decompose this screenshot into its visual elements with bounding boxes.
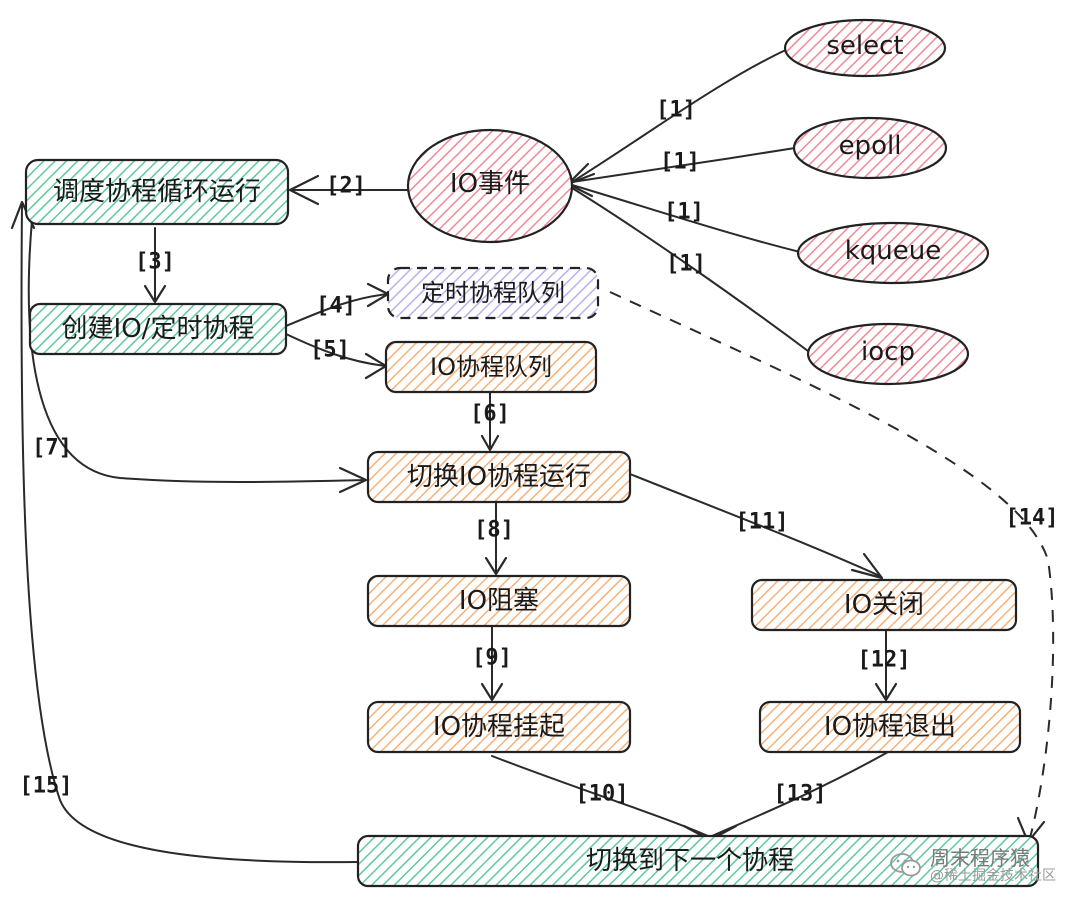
edge-labels: [1] [1] [1] [1] [2] [3] [4] [5] [6] [7] … — [20, 98, 1059, 807]
arrowhead-block — [484, 556, 508, 576]
edge-label-14: [14] — [1006, 506, 1059, 531]
node-io-event: IO事件 — [406, 128, 574, 244]
edge-select-to-io-event — [571, 47, 791, 183]
node-switch-next: 切换到下一个协程 — [356, 834, 1040, 888]
edge-label-13: [13] — [774, 782, 827, 807]
edge-label-5: [5] — [310, 338, 350, 363]
watermark-subtitle: @稀土掘金技术社区 — [930, 867, 1056, 884]
edge-label-11: [11] — [736, 510, 789, 535]
node-create-io-timer: 创建IO/定时协程 — [28, 302, 288, 356]
node-scheduler-loop-label: 调度协程循环运行 — [53, 177, 261, 207]
node-io-suspend-label: IO协程挂起 — [433, 712, 565, 742]
node-iocp-label: iocp — [861, 337, 915, 367]
node-switch-io-run-label: 切换IO协程运行 — [407, 462, 591, 492]
watermark: 周末程序猿 @稀土掘金技术社区 — [890, 847, 1056, 884]
node-timer-queue-label: 定时协程队列 — [421, 279, 565, 307]
edge-label-1a: [1] — [656, 98, 696, 123]
node-scheduler-loop: 调度协程循环运行 — [24, 158, 290, 226]
node-io-exit: IO协程退出 — [758, 700, 1022, 754]
edges — [10, 47, 1055, 864]
edge-label-1c: [1] — [664, 200, 704, 225]
edge-label-1b: [1] — [660, 150, 700, 175]
edge-label-12: [12] — [858, 648, 911, 673]
node-io-block-label: IO阻塞 — [459, 586, 539, 616]
edge-create-to-ioqueue — [285, 333, 387, 367]
edge-label-7: [7] — [32, 436, 72, 461]
node-switch-io-run: 切换IO协程运行 — [366, 450, 632, 504]
edge-label-6: [6] — [470, 402, 510, 427]
edge-label-1d: [1] — [666, 252, 706, 277]
edge-epoll-to-io-event — [571, 147, 796, 183]
node-io-queue: IO协程队列 — [384, 340, 598, 394]
arrowhead-exit — [874, 682, 898, 702]
node-io-block: IO阻塞 — [366, 574, 632, 628]
node-io-suspend: IO协程挂起 — [366, 700, 632, 754]
edge-label-9: [9] — [472, 646, 512, 671]
edge-timer-to-next — [609, 291, 1055, 839]
edge-kqueue-to-io-event — [571, 184, 801, 253]
edge-switch-to-close — [629, 473, 881, 577]
node-switch-next-label: 切换到下一个协程 — [586, 846, 794, 876]
edge-iocp-to-io-event — [571, 187, 813, 355]
arrowhead-scheduler — [288, 174, 320, 206]
node-select: select — [783, 18, 947, 78]
edge-label-3: [3] — [135, 250, 175, 275]
node-io-queue-label: IO协程队列 — [430, 353, 552, 381]
arrowhead-create — [143, 284, 167, 304]
node-epoll-label: epoll — [839, 131, 902, 161]
watermark-title: 周末程序猿 — [930, 845, 1030, 870]
edge-label-10: [10] — [576, 782, 629, 807]
edge-label-8: [8] — [474, 518, 514, 543]
node-iocp: iocp — [806, 322, 970, 386]
edge-label-4: [4] — [316, 294, 356, 319]
node-io-close: IO关闭 — [750, 578, 1018, 632]
node-io-close-label: IO关闭 — [844, 590, 924, 620]
edge-label-2: [2] — [326, 174, 366, 199]
arrowhead-switch-6 — [480, 434, 500, 452]
node-kqueue-label: kqueue — [845, 236, 942, 266]
node-create-io-timer-label: 创建IO/定时协程 — [62, 314, 255, 344]
edge-create-to-timer — [285, 293, 389, 327]
node-timer-queue: 定时协程队列 — [386, 266, 600, 320]
wechat-icon — [890, 852, 922, 878]
node-kqueue: kqueue — [796, 221, 990, 285]
edge-next-to-scheduler — [20, 203, 359, 864]
edge-label-15: [15] — [20, 774, 73, 799]
arrowhead-suspend — [480, 682, 504, 702]
node-io-event-label: IO事件 — [450, 169, 530, 199]
node-select-label: select — [826, 31, 903, 61]
node-io-exit-label: IO协程退出 — [824, 712, 956, 742]
arrowhead-switch-7 — [338, 466, 368, 494]
arrowhead-close — [850, 552, 884, 580]
node-epoll: epoll — [792, 116, 948, 180]
